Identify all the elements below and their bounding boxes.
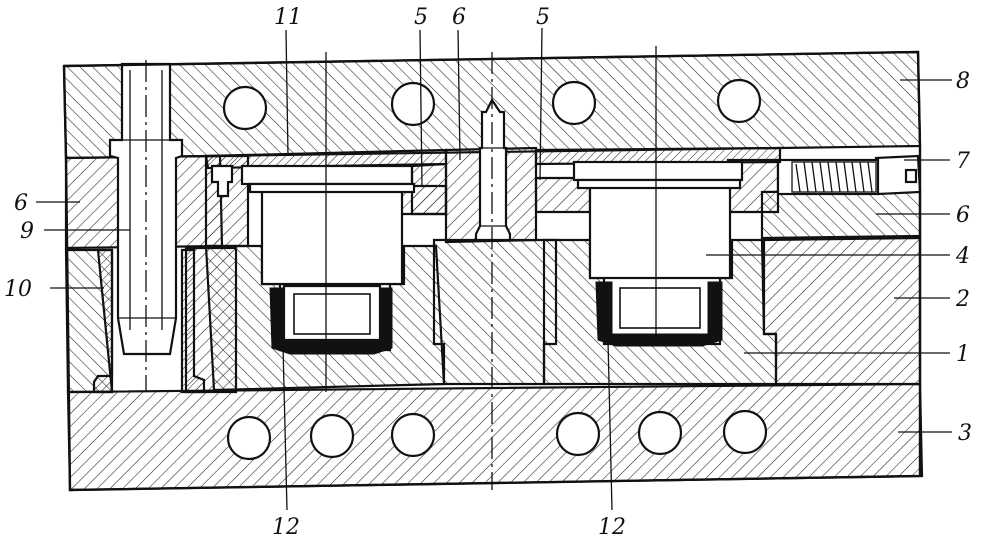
label-11: 11 <box>274 5 302 30</box>
bottom-bolt-hole <box>309 413 355 459</box>
guide-bushing <box>92 248 206 394</box>
left-piston <box>248 182 416 355</box>
label-7: 7 <box>956 149 970 174</box>
label-1: 1 <box>956 342 970 367</box>
guide-pin <box>108 60 184 392</box>
label-6-right: 6 <box>956 203 970 228</box>
label-2: 2 <box>955 287 970 312</box>
label-8: 8 <box>956 69 970 94</box>
label-12-right: 12 <box>598 515 626 540</box>
bottom-plate <box>66 382 924 492</box>
adjusting-screw <box>776 154 922 196</box>
label-6-left: 6 <box>14 191 28 216</box>
label-5-left: 5 <box>414 5 428 30</box>
bottom-bolt-hole <box>722 409 768 455</box>
top-bolt-hole <box>390 81 436 127</box>
label-3: 3 <box>958 421 972 446</box>
label-5-right: 5 <box>536 5 550 30</box>
center-pin <box>474 52 512 490</box>
top-bolt-hole <box>551 80 597 126</box>
left-seal <box>269 287 393 355</box>
top-bolt-hole <box>716 78 762 124</box>
label-12-left: 12 <box>272 515 300 540</box>
top-bolt-hole <box>222 85 268 131</box>
bottom-bolt-hole <box>555 411 601 457</box>
right-block <box>760 188 922 386</box>
label-4: 4 <box>955 244 970 269</box>
label-9: 9 <box>20 219 34 244</box>
bottom-bolt-hole <box>226 415 272 461</box>
label-10: 10 <box>4 277 32 302</box>
leader-lines <box>36 27 952 511</box>
bottom-bolt-hole <box>637 410 683 456</box>
right-piston <box>576 178 742 347</box>
label-6-top: 6 <box>452 5 466 30</box>
bottom-bolt-hole <box>390 412 436 458</box>
right-seal <box>595 281 723 347</box>
